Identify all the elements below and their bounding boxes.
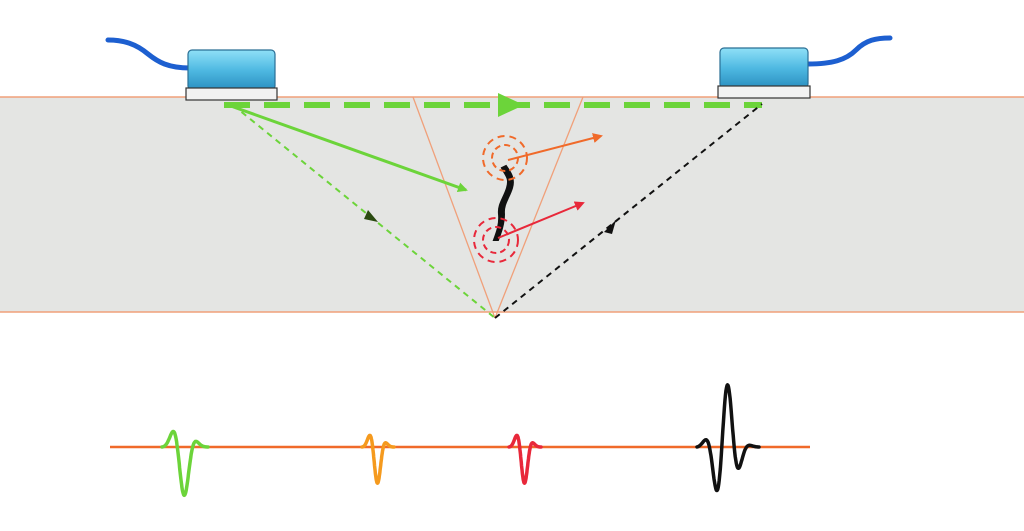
ultrasonic-probe-icon [187, 49, 276, 91]
beam-spread-line-right [494, 96, 584, 319]
incident-path-arrowhead [364, 210, 378, 222]
transmitter-probe [185, 49, 278, 101]
bottom-tip-diffraction-pulse [507, 433, 543, 485]
beam-spread-line-left [412, 96, 496, 319]
bottom-tip-diffraction [473, 201, 585, 263]
receiver-probe [717, 47, 811, 99]
receiver-cable [805, 35, 893, 67]
bottom-tip-wavefront-inner [482, 226, 510, 254]
incident-beam-to-crack [227, 103, 468, 193]
crack [492, 164, 514, 241]
top-tip-diffracted-ray [507, 133, 603, 161]
transmitter-cable [105, 37, 193, 71]
top-tip-wavefront-outer [482, 135, 528, 181]
lateral-wave-arrowhead [498, 93, 524, 117]
back-wall-reflection-path [494, 103, 763, 319]
bottom-tip-wavefront-outer [473, 217, 519, 263]
back-wall-echo-pulse [695, 383, 761, 493]
ultrasonic-probe-icon [719, 47, 809, 89]
bottom-tip-diffracted-ray [497, 201, 585, 239]
test-specimen-plate [0, 97, 1024, 312]
top-tip-diffraction-pulse [360, 433, 396, 485]
a-scan-signal [110, 383, 810, 498]
top-tip-diffraction [482, 133, 603, 181]
receiver-probe-wedge [717, 85, 811, 99]
transmitter-probe-wedge [185, 87, 278, 101]
incident-beam-to-back-wall [232, 104, 496, 319]
lateral-wave-pulse [160, 429, 210, 498]
back-wall-reflection-arrowhead [604, 220, 616, 234]
